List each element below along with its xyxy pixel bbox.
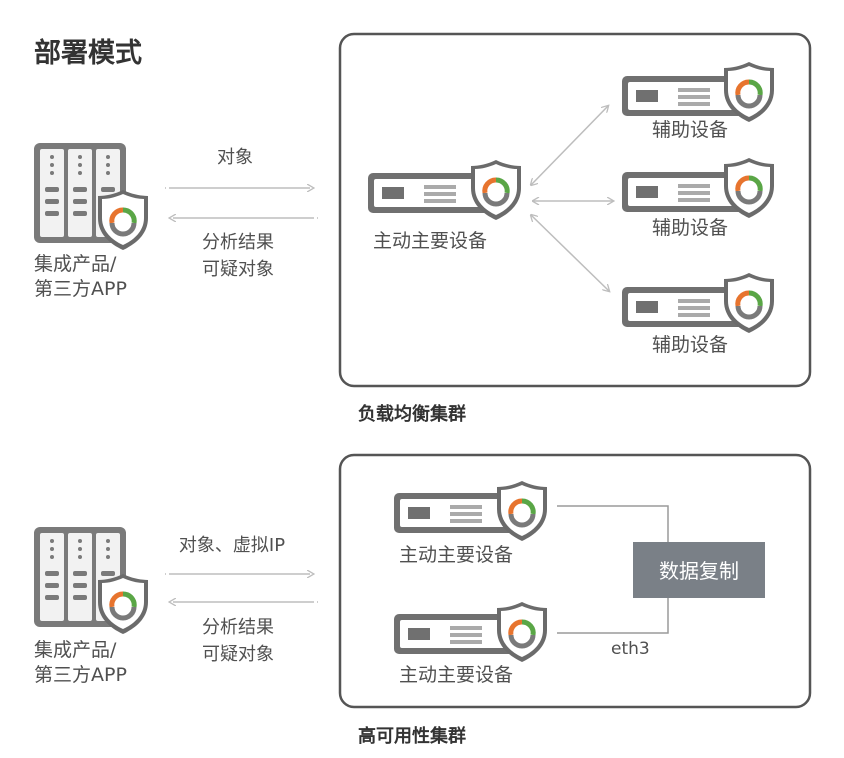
link-aux-1	[531, 106, 608, 185]
client-label-line1: 集成产品/	[34, 253, 117, 275]
ha-device-label-2: 主动主要设备	[399, 664, 513, 686]
load-balance-panel	[338, 32, 812, 388]
arrow-out-label-2: 对象、虚拟IP	[179, 535, 285, 556]
client-label-line2: 第三方APP	[34, 278, 127, 300]
aux-device-label-1: 辅助设备	[652, 119, 728, 141]
load-balance-caption: 负载均衡集群	[358, 403, 466, 425]
aux-device-label-2: 辅助设备	[652, 217, 728, 239]
arrow-in-label-line2: 可疑对象	[202, 259, 274, 280]
client-label-line2-2: 第三方APP	[34, 664, 127, 686]
load-balance-section: 集成产品/ 第三方APP 对象 分析结果 可疑对象 主动主要设备 辅助设备 辅助…	[34, 32, 812, 425]
high-availability-caption: 高可用性集群	[358, 725, 466, 747]
aux-device-label-3: 辅助设备	[652, 334, 728, 356]
arrow-in-label-line1: 分析结果	[202, 232, 274, 253]
link-aux-3	[531, 215, 609, 291]
high-availability-panel	[338, 453, 812, 709]
arrow-out-label: 对象	[217, 147, 253, 168]
page-title: 部署模式	[34, 37, 142, 69]
interface-label: eth3	[611, 639, 650, 659]
replication-box	[633, 542, 765, 598]
arrow-in-label-line2-2: 可疑对象	[202, 644, 274, 665]
primary-device-label: 主动主要设备	[373, 230, 487, 252]
replication-label: 数据复制	[659, 559, 739, 583]
high-availability-section: 集成产品/ 第三方APP 对象、虚拟IP 分析结果 可疑对象 主动主要设备 主动…	[34, 453, 812, 747]
ha-device-label-1: 主动主要设备	[399, 544, 513, 566]
arrow-in-label-line1-2: 分析结果	[202, 617, 274, 638]
client-label-line1-2: 集成产品/	[34, 639, 117, 661]
